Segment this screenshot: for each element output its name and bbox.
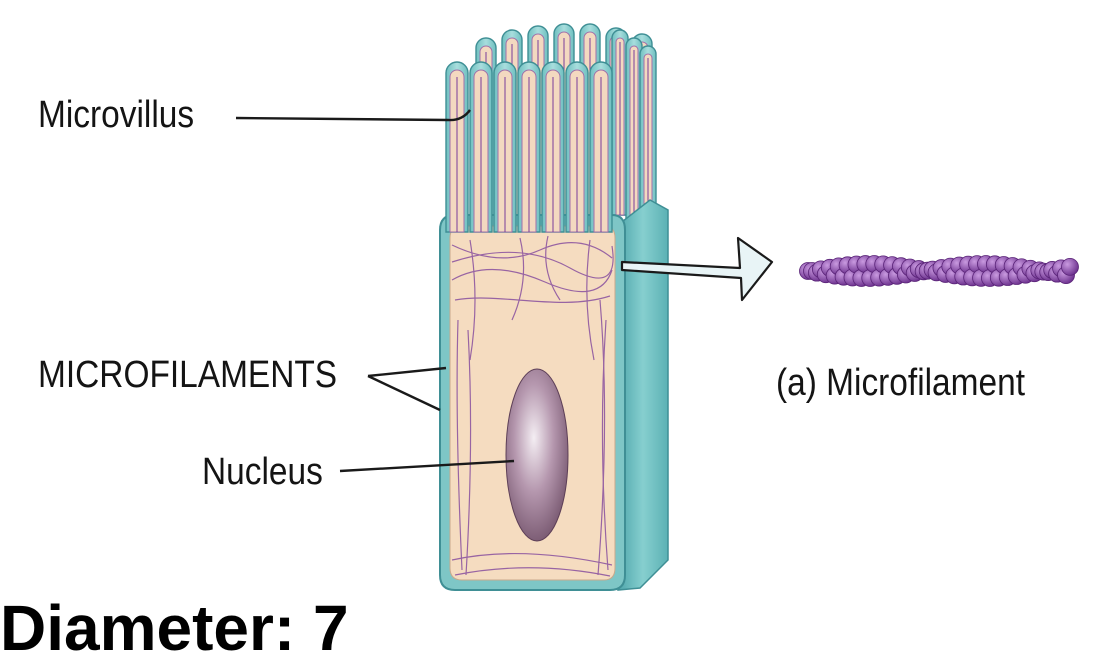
- microfilament-strand-10: [469, 239, 476, 361]
- microfilament-strand-13: [545, 235, 561, 301]
- microfilament-inset-label: (a) Microfilament: [776, 362, 1025, 404]
- microfilament-strand-8: [451, 553, 613, 566]
- microfilament-strand-9: [454, 567, 611, 577]
- leader-lines: [235, 109, 515, 473]
- microfilament-strand-11: [586, 239, 595, 361]
- microvillus-label: Microvillus: [38, 94, 195, 136]
- microfilament-strand-2: [451, 268, 613, 293]
- microfilaments-leader-bottom: [367, 374, 441, 412]
- microfilament-strand-1: [451, 245, 614, 279]
- microfilament-strand-12: [511, 237, 525, 321]
- microvillus-leader: [235, 109, 471, 122]
- microfilaments-label: MICROFILAMENTS: [38, 354, 338, 396]
- microfilament-strand-6: [597, 299, 606, 576]
- inset-arrow: [620, 236, 774, 302]
- nucleus-leader: [339, 459, 515, 473]
- actin-filament-inset: [799, 255, 1079, 287]
- nucleus: [505, 368, 569, 542]
- microfilament-strand-5: [465, 329, 472, 576]
- cell-side-face: [617, 199, 669, 591]
- microfilament-strand-3: [454, 295, 611, 304]
- cut-off-heading: Diameter: 7: [0, 592, 349, 664]
- microvilli-front-row: [445, 61, 613, 233]
- microfilament-strand-4: [456, 319, 463, 571]
- cell-diagram: [235, 23, 1079, 591]
- microfilament-network: [451, 235, 614, 577]
- microfilament-strand-7: [601, 319, 609, 571]
- actin-bead-b29: [1061, 257, 1079, 276]
- microfilaments-leader-top: [367, 366, 447, 378]
- nucleus-label: Nucleus: [202, 451, 323, 493]
- diagram-canvas: Microvillus MICROFILAMENTS Nucleus (a) M…: [0, 23, 1079, 660]
